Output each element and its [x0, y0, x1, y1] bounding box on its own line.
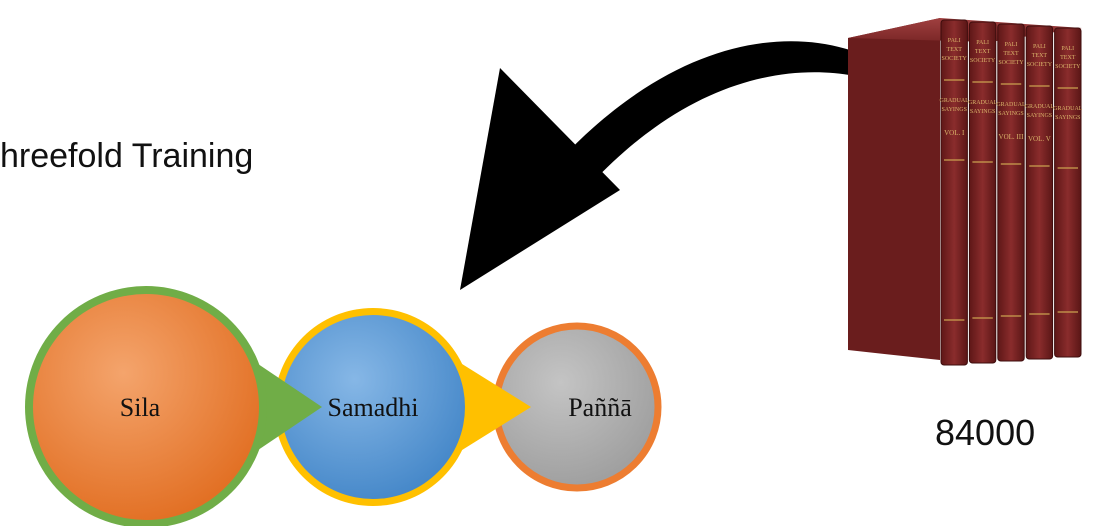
book-title-text: GRADUAL: [940, 98, 970, 104]
circle-label-sila: Sila: [120, 393, 161, 422]
book-title-text: SAYINGS: [998, 111, 1023, 117]
book-publisher-text: TEXT: [1060, 55, 1076, 61]
book-publisher-text: TEXT: [947, 47, 963, 53]
circle-label-samadhi: Samadhi: [328, 393, 419, 422]
book-publisher-text: TEXT: [1032, 53, 1048, 59]
circle-sila: [25, 286, 267, 526]
diagram-title: hreefold Training: [0, 137, 254, 175]
book-volume-text: VOL. III: [999, 133, 1025, 141]
book-publisher-text: TEXT: [1003, 51, 1019, 57]
count-label: 84000: [935, 412, 1036, 453]
book-title-text: SAYINGS: [1027, 113, 1052, 119]
book-publisher-text: PALI: [1033, 44, 1046, 50]
book-title-text: SAYINGS: [1055, 115, 1080, 121]
book-spine: [1025, 25, 1054, 360]
book-publisher-text: SOCIETY: [998, 60, 1024, 66]
book-spine: [968, 21, 997, 364]
book-volume-text: VOL. V: [1028, 135, 1051, 143]
book-publisher-text: PALI: [976, 40, 989, 46]
book-spine: [997, 23, 1025, 362]
curved-arrow-icon: [460, 41, 935, 290]
book-title-text: GRADUAL: [1025, 104, 1055, 110]
book-publisher-text: SOCIETY: [1055, 64, 1081, 70]
book-title-text: GRADUAL: [1053, 106, 1083, 112]
book-publisher-text: PALI: [948, 38, 961, 44]
circle-samadhi: [274, 308, 472, 506]
book-title-text: SAYINGS: [941, 107, 966, 113]
book-spine: [940, 19, 968, 366]
book-spine: [1054, 27, 1082, 358]
book-publisher-text: SOCIETY: [1027, 62, 1053, 68]
book-publisher-text: PALI: [1005, 42, 1018, 48]
book-title-text: SAYINGS: [970, 109, 995, 115]
book-title-text: GRADUAL: [996, 102, 1026, 108]
book-volume-text: VOL. I: [944, 129, 965, 137]
book-title-text: GRADUAL: [968, 100, 998, 106]
book-publisher-text: SOCIETY: [942, 56, 968, 62]
circle-label-panna: Paññā: [568, 393, 632, 422]
circle-diagram: Sila Samadhi Paññā: [25, 286, 662, 526]
book-publisher-text: SOCIETY: [970, 58, 996, 64]
book-publisher-text: PALI: [1061, 46, 1074, 52]
book-publisher-text: TEXT: [975, 49, 991, 55]
